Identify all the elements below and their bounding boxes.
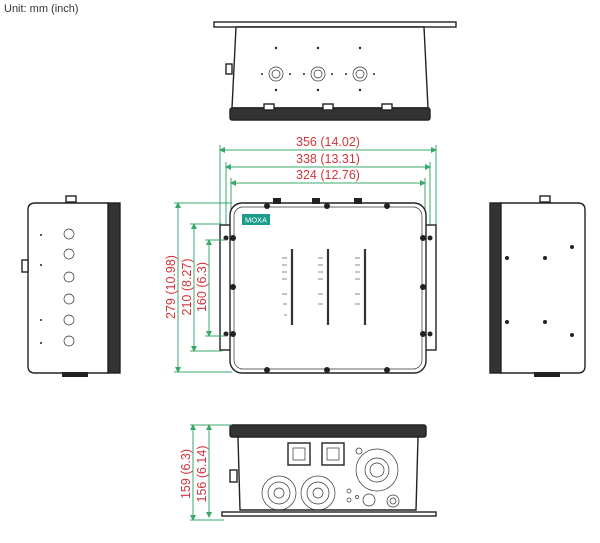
left-side-view (21, 195, 121, 377)
bottom-view (221, 424, 437, 517)
right-side-view (489, 195, 586, 377)
dimension-height-brackets: 210 (8.27) (180, 259, 194, 316)
dimension-height-mounting: 160 (6.3) (195, 262, 209, 312)
moxa-logo (242, 214, 270, 225)
dimension-depth-overall: 159 (6.3) (179, 449, 193, 499)
dimension-width-brackets: 338 (13.31) (296, 152, 360, 166)
depth-dimensions: 159 (6.3) 156 (6.14) (179, 424, 232, 521)
vertical-dimensions: 279 (10.98) 210 (8.27) 160 (6.3) (164, 202, 232, 373)
unit-label: Unit: mm (inch) (4, 3, 79, 15)
moxa-logo-text: MOXA (245, 216, 267, 225)
front-view: MOXA (219, 198, 437, 374)
dimension-width-mounting: 324 (12.76) (296, 168, 360, 182)
dimension-depth-body: 156 (6.14) (195, 446, 209, 503)
top-view (213, 21, 457, 121)
dimension-width-overall: 356 (14.02) (296, 135, 360, 149)
dimension-height-overall: 279 (10.98) (164, 255, 178, 319)
